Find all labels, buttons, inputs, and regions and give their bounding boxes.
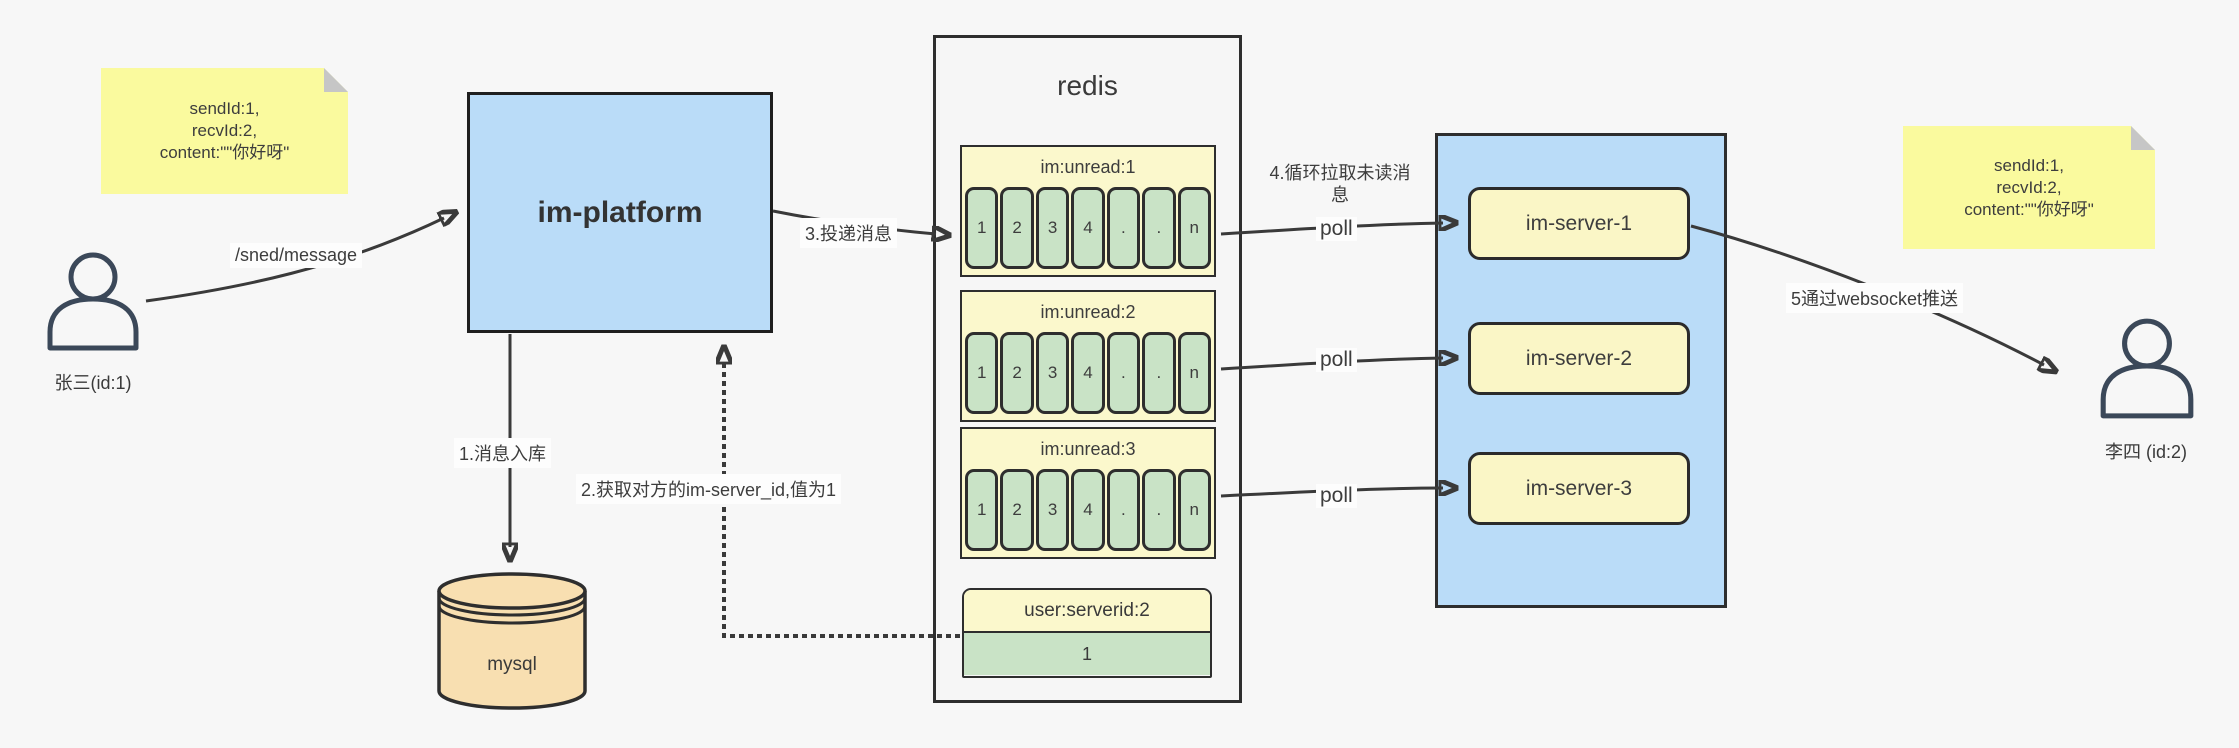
queue-cell: 1 [965, 469, 999, 551]
message-payload-note-right: sendId:1, recvId:2, content:""你好呀" [1903, 126, 2155, 249]
queue-cells: 1 2 3 4 . . n [962, 332, 1214, 414]
queue-cells: 1 2 3 4 . . n [962, 469, 1214, 551]
note-line: sendId:1, [189, 99, 260, 118]
queue-cell: n [1177, 332, 1211, 414]
queue-cell: 2 [1000, 332, 1034, 414]
queue-header: im:unread:2 [1040, 301, 1136, 322]
user-icon-receiver [2100, 318, 2194, 419]
redis-key-user-serverid: user:serverid:2 1 [962, 588, 1212, 678]
message-payload-note-left: sendId:1, recvId:2, content:""你好呀" [101, 68, 348, 194]
queue-cell: . [1106, 187, 1141, 269]
im-server-1-node: im-server-1 [1468, 187, 1690, 260]
im-platform-label: im-platform [537, 195, 703, 229]
edge-label-poll-3: poll [1316, 484, 1357, 508]
edge-label-step1: 1.消息入库 [454, 438, 552, 468]
edge-label-send-message: /sned/message [230, 243, 363, 268]
im-server-3-node: im-server-3 [1468, 452, 1690, 525]
queue-cell: . [1142, 332, 1176, 414]
queue-cell: 3 [1035, 332, 1070, 414]
redis-container: redis im:unread:1 1 2 3 4 . . n im:unrea… [933, 35, 1242, 703]
edge-label-step4: 4.循环拉取未读消息 [1269, 163, 1411, 205]
folded-corner-icon [2131, 126, 2155, 150]
im-server-cluster: im-server-1 im-server-2 im-server-3 [1435, 133, 1727, 608]
note-line: recvId:2, [1996, 177, 2062, 197]
redis-queue-im-unread-1: im:unread:1 1 2 3 4 . . n [960, 145, 1216, 277]
queue-cell: 1 [965, 187, 999, 269]
receiver-label: 李四 (id:2) [2104, 442, 2187, 462]
note-line: content:""你好呀" [1964, 199, 2094, 219]
queue-cell: 1 [965, 332, 999, 414]
queue-cell: . [1106, 469, 1141, 551]
queue-cell: 4 [1071, 187, 1105, 269]
queue-cell: 2 [1000, 187, 1034, 269]
folded-corner-icon [324, 68, 348, 92]
mysql-label: mysql [487, 654, 537, 675]
im-server-label: im-server-3 [1525, 476, 1633, 500]
queue-cell: 4 [1071, 469, 1105, 551]
kv-value: 1 [964, 633, 1210, 675]
kv-header: user:serverid:2 [964, 590, 1210, 633]
queue-cell: . [1142, 187, 1176, 269]
edge-label-poll-1: poll [1316, 217, 1357, 241]
queue-cells: 1 2 3 4 . . n [962, 187, 1214, 269]
edge-label-step5: 5通过websocket推送 [1786, 283, 1964, 313]
redis-queue-im-unread-2: im:unread:2 1 2 3 4 . . n [960, 290, 1216, 422]
user-icon-sender [47, 252, 139, 351]
note-line: content:""你好呀" [159, 143, 290, 162]
redis-title: redis [1057, 70, 1118, 101]
im-server-2-node: im-server-2 [1468, 322, 1690, 395]
queue-header: im:unread:1 [1040, 156, 1136, 177]
mysql-database-icon [437, 572, 587, 710]
sender-label: 张三(id:1) [54, 373, 132, 393]
edge-label-step3: 3.投递消息 [800, 218, 898, 248]
im-server-label: im-server-1 [1525, 211, 1633, 235]
queue-cell: 3 [1035, 469, 1070, 551]
note-line: sendId:1, [1994, 155, 2064, 175]
queue-cell: 4 [1071, 332, 1105, 414]
queue-cell: n [1177, 187, 1211, 269]
queue-header: im:unread:3 [1040, 438, 1136, 459]
queue-cell: 3 [1035, 187, 1070, 269]
queue-cell: . [1106, 332, 1141, 414]
queue-cell: 2 [1000, 469, 1034, 551]
queue-cell: . [1142, 469, 1176, 551]
redis-queue-im-unread-3: im:unread:3 1 2 3 4 . . n [960, 427, 1216, 559]
im-platform-node: im-platform [467, 92, 773, 333]
edge-label-step2: 2.获取对方的im-server_id,值为1 [576, 474, 842, 504]
note-line: recvId:2, [191, 121, 258, 140]
edge-label-poll-2: poll [1316, 348, 1357, 372]
queue-cell: n [1177, 469, 1211, 551]
im-server-label: im-server-2 [1525, 346, 1633, 370]
